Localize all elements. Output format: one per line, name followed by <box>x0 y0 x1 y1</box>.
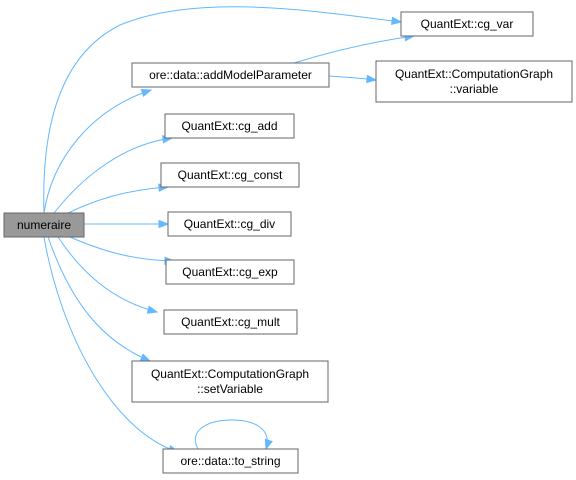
edge-arrowhead <box>391 16 403 26</box>
edge-add_model_parameter-to-cg_variable <box>328 74 378 84</box>
node-label: ore::data::to_string <box>180 454 280 468</box>
node-box[interactable] <box>165 259 295 285</box>
edge-arrowhead <box>140 88 153 97</box>
node-box[interactable] <box>162 448 299 474</box>
edge-line <box>47 236 151 362</box>
edge-line <box>67 186 169 214</box>
node-box[interactable] <box>400 11 534 37</box>
edge-numeraire-to-cg_div <box>84 219 170 229</box>
node-label: QuantExt::ComputationGraph <box>395 67 553 81</box>
edge-arrowhead <box>139 353 152 362</box>
node-to-string[interactable]: ore::data::to_string <box>162 448 299 474</box>
edge-numeraire-to-cg_var <box>43 6 403 214</box>
node-box[interactable] <box>160 162 300 188</box>
edge-numeraire-to-cg_mult <box>57 236 159 314</box>
node-cg-div[interactable]: QuantExt::cg_div <box>167 211 292 237</box>
node-label: ore::data::addModelParameter <box>149 68 312 82</box>
node-add-model-parameter[interactable]: ore::data::addModelParameter <box>131 62 330 88</box>
node-cg-add[interactable]: QuantExt::cg_add <box>164 113 295 139</box>
edge-line <box>43 6 402 214</box>
edge-arrowhead <box>158 219 170 229</box>
node-label: QuantExt::cg_var <box>421 17 514 31</box>
node-label: ::variable <box>450 82 499 96</box>
edge-arrowhead <box>264 438 273 451</box>
node-cg-variable[interactable]: QuantExt::ComputationGraph::variable <box>375 60 573 103</box>
node-cg-exp[interactable]: QuantExt::cg_exp <box>165 259 295 285</box>
node-box <box>3 212 85 238</box>
node-label: ::setVariable <box>197 382 263 396</box>
node-cg-var[interactable]: QuantExt::cg_var <box>400 11 534 37</box>
edge-line <box>43 89 152 214</box>
node-box[interactable] <box>167 211 292 237</box>
edge-to_string-to-to_string <box>194 419 273 451</box>
edge-numeraire-to-add_model_parameter <box>43 88 153 214</box>
edge-line <box>53 137 173 214</box>
nodes-layer: numeraireore::data::addModelParameterQua… <box>3 11 573 474</box>
node-box[interactable] <box>163 309 298 335</box>
edge-numeraire-to-to_string <box>43 236 180 454</box>
node-set-variable[interactable]: QuantExt::ComputationGraph::setVariable <box>131 360 329 403</box>
node-label: QuantExt::cg_mult <box>181 315 280 329</box>
node-box[interactable] <box>375 60 573 103</box>
edge-line <box>57 236 158 313</box>
node-label: QuantExt::cg_const <box>178 168 283 182</box>
node-cg-const[interactable]: QuantExt::cg_const <box>160 162 300 188</box>
node-label: QuantExt::cg_div <box>184 217 275 231</box>
edge-line <box>293 35 415 64</box>
node-label: QuantExt::cg_exp <box>182 265 278 279</box>
edge-line <box>69 236 175 262</box>
node-numeraire: numeraire <box>3 212 85 238</box>
node-box[interactable] <box>131 360 329 403</box>
edge-line <box>194 419 268 450</box>
edge-arrowhead <box>146 305 159 314</box>
edge-numeraire-to-cg_exp <box>69 236 176 266</box>
node-label: QuantExt::ComputationGraph <box>151 367 309 381</box>
edge-numeraire-to-set_variable <box>47 236 152 362</box>
node-cg-mult[interactable]: QuantExt::cg_mult <box>163 309 298 335</box>
edge-line <box>43 236 179 453</box>
node-label: numeraire <box>17 218 71 232</box>
edge-arrowhead <box>366 74 378 84</box>
edge-add_model_parameter-to-cg_var <box>293 33 416 64</box>
node-box[interactable] <box>131 62 330 88</box>
node-box[interactable] <box>164 113 295 139</box>
edge-numeraire-to-cg_const <box>67 183 170 214</box>
node-label: QuantExt::cg_add <box>181 119 277 133</box>
